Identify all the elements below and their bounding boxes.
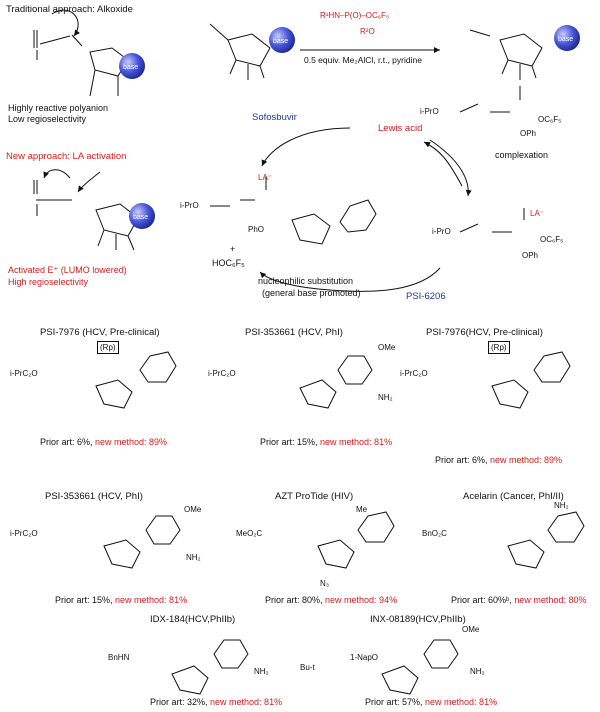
traditional-note-2: Low regioselectivity (8, 114, 87, 124)
activated-note-2: High regioselectivity (8, 277, 89, 287)
product-4-ester: i-PrC₂O (10, 529, 38, 538)
complexation-label: complexation (495, 150, 549, 160)
ipro-label-1: i-PrO (420, 107, 439, 116)
oph-label-1: OPh (520, 129, 537, 138)
product-5-name: AZT ProTide (HIV) (275, 491, 354, 502)
product-8-ome: OMe (462, 625, 480, 634)
product-8-napo: 1-NapO (350, 653, 379, 662)
lewis-acid-label: Lewis acid (378, 123, 423, 134)
product-1-rp: (Rp) (97, 341, 119, 354)
cycle-left-structure (210, 176, 377, 245)
oc6f5-label-1: OC₆F₅ (538, 115, 562, 124)
nucleophilic-label-2: (general base promoted) (262, 288, 361, 298)
cycle-right-structure (459, 86, 525, 233)
product-4-name: PSI-353661 (HCV, PhI) (45, 491, 143, 502)
product-2-nh2: NH₂ (378, 393, 393, 402)
product-2-name: PSI-353661 (HCV, PhI) (245, 327, 343, 338)
la-minus-label-1: LA⁻ (258, 173, 273, 182)
product-7-yield: Prior art: 32%, new method: 81% (150, 697, 283, 707)
psi6206-label: PSI-6206 (406, 291, 446, 302)
product-2-ome: OMe (378, 343, 396, 352)
hoc6f5-label: HOC₆F₅ (212, 258, 245, 268)
product-1-ester: i-PrC₂O (10, 369, 38, 378)
product-8-name: INX-08189(HCV,PhIIb) (370, 614, 466, 625)
product-6-ester: BnO₂C (422, 529, 447, 538)
product-4-yield: Prior art: 15%, new method: 81% (55, 595, 188, 605)
product-3-rp: (Rp) (488, 341, 510, 354)
base-label-4: base (133, 214, 149, 221)
substrate-structure (209, 23, 271, 80)
base-label-2: base (273, 38, 289, 45)
oc6f5-label-2: OC₆F₅ (540, 235, 564, 244)
product-6-name: Acelarin (Cancer, PhI/II) (463, 491, 564, 502)
activated-note-1: Activated E⁺ (LUMO lowered) (8, 265, 127, 275)
traditional-title: Traditional approach: Alkoxide (6, 4, 133, 15)
product-5-n3: N₃ (320, 579, 330, 588)
new-approach-title: New approach: LA activation (6, 151, 127, 162)
product-3-ester: i-PrC₂O (400, 369, 428, 378)
product-8-yield: Prior art: 57%, new method: 81% (365, 697, 498, 707)
product-5-me: Me (356, 505, 368, 514)
base-label-1: base (123, 64, 139, 71)
product-3-name: PSI-7976(HCV, Pre-clinical) (426, 327, 543, 338)
reagent-top: R¹HN–P(O)–OC₆F₅ (320, 11, 390, 20)
sofosbuvir-label: Sofosbuvir (252, 112, 297, 123)
reagent-r2: R²O (360, 27, 375, 36)
product-7-name: IDX-184(HCV,PhIIb) (150, 614, 236, 625)
catalytic-cycle-arrows (259, 127, 472, 292)
base-ball-icon-2 (269, 27, 295, 53)
alkoxide-structure (33, 9, 129, 97)
product-6-yield: Prior art: 60%ᵇ, new method: 80% (451, 595, 587, 605)
oph-label-2: OPh (522, 251, 539, 260)
la-activation-structure (33, 169, 139, 251)
product-4-ome: OMe (184, 505, 202, 514)
nucleophilic-label-1: nucleophilic substitution (258, 276, 354, 286)
product-2-yield: Prior art: 15%, new method: 81% (260, 437, 393, 447)
product-1-yield: Prior art: 6%, new method: 89% (40, 437, 168, 447)
ipro-label-2: i-PrO (180, 201, 199, 210)
product-5-ester: MeO₂C (236, 529, 263, 538)
product-2-ester: i-PrC₂O (208, 369, 236, 378)
base-label-3: base (558, 36, 574, 43)
plus-sign: + (230, 244, 236, 254)
product-7-bnhn: BnHN (108, 653, 130, 662)
traditional-note-1: Highly reactive polyanion (8, 103, 109, 113)
product-1-name: PSI-7976 (HCV, Pre-clinical) (40, 327, 160, 338)
reaction-conditions: 0.5 equiv. Me₂AlCl, r.t., pyridine (304, 55, 422, 65)
product-structure (469, 29, 543, 80)
product-5-yield: Prior art: 80%, new method: 94% (265, 595, 398, 605)
pho-label-1: PhO (248, 225, 265, 234)
product-4-nh2: NH₂ (186, 553, 201, 562)
product-6-nh2: NH₂ (554, 501, 569, 510)
base-ball-icon-4 (129, 203, 155, 229)
base-ball-icon (119, 53, 145, 79)
la-minus-label-2: LA⁻ (530, 209, 545, 218)
product-3-yield: Prior art: 6%, new method: 89% (435, 455, 563, 465)
product-7-nh2: NH₂ (254, 667, 269, 676)
ipro-label-3: i-PrO (432, 227, 451, 236)
product-8-ester: Bu-t (300, 663, 315, 672)
product-skeletons (95, 351, 585, 695)
base-ball-icon-3 (554, 25, 580, 51)
product-8-nh2: NH₂ (470, 667, 485, 676)
